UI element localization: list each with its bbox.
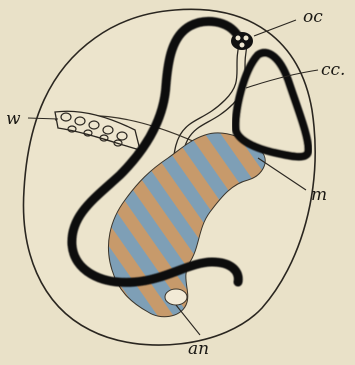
label-oc: oc — [303, 7, 323, 27]
ocellus-spot-1 — [236, 36, 241, 41]
ocellus-spot-2 — [244, 36, 249, 41]
anal-opening — [165, 289, 187, 305]
label-w: w — [6, 109, 21, 129]
label-cc: cc. — [321, 60, 345, 80]
label-an: an — [188, 339, 209, 359]
ocellus-spot-3 — [240, 43, 245, 48]
label-m: m — [311, 185, 327, 205]
